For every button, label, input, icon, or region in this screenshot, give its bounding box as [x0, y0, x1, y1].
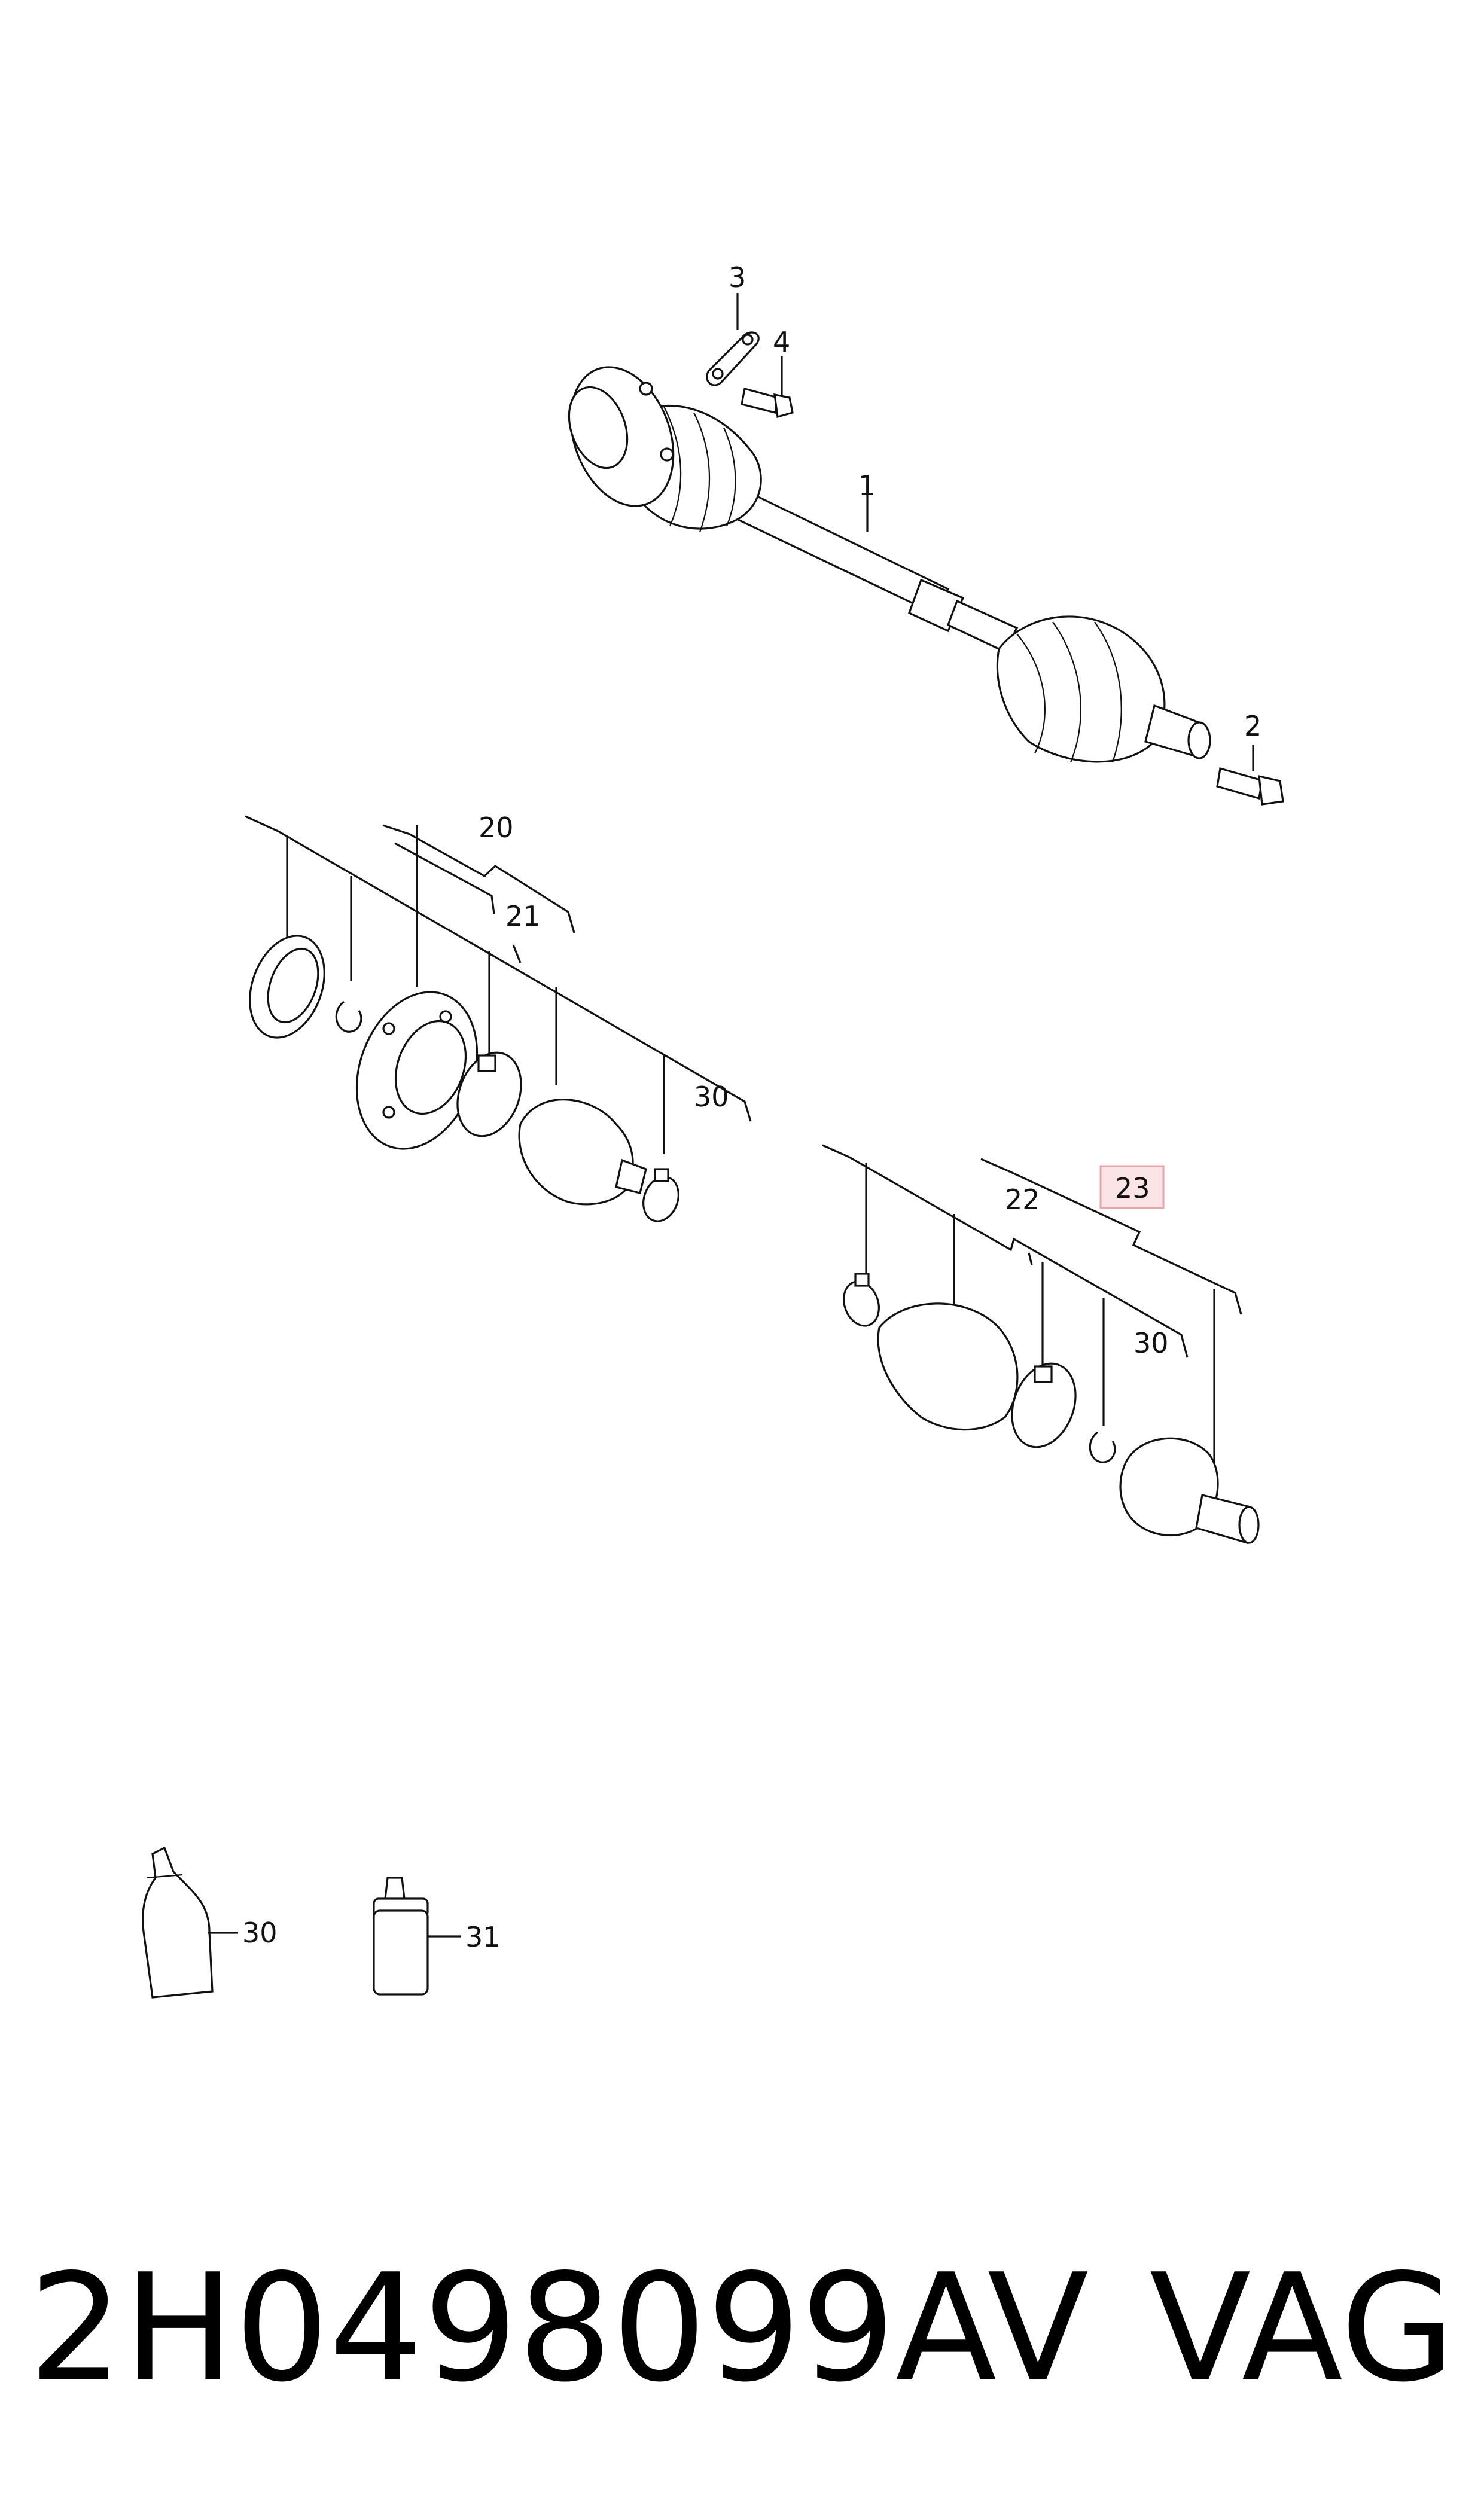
- drive-shaft-assembly: [568, 331, 1284, 806]
- inner-joint-kit: [245, 815, 752, 1222]
- callout-23-box[interactable]: [1099, 1165, 1165, 1209]
- callout-30-inner: 30: [694, 1081, 729, 1113]
- sealant-bottle: [373, 1877, 461, 1996]
- callout-23-highlight[interactable]: 23: [1099, 1165, 1165, 1209]
- callout-23[interactable]: 23: [1115, 1172, 1150, 1204]
- part-number: 2H0498099AV: [29, 2243, 1089, 2415]
- callout-21: 21: [505, 900, 541, 932]
- callout-30-outer: 30: [1133, 1327, 1169, 1359]
- callout-1: 1: [858, 469, 876, 502]
- callout-2: 2: [1244, 710, 1261, 742]
- footer: 2H0498099AV VAG: [0, 2254, 1484, 2434]
- outer-joint-kit: [822, 1144, 1260, 1545]
- callout-31: 31: [465, 1921, 501, 1953]
- brand-name: VAG: [1149, 2243, 1455, 2415]
- callout-30-tube: 30: [242, 1917, 278, 1949]
- callout-22: 22: [1005, 1183, 1040, 1216]
- grease-tube: [142, 1846, 238, 1999]
- callout-20: 20: [479, 811, 514, 844]
- callout-3: 3: [729, 261, 746, 294]
- callout-4: 4: [773, 326, 790, 358]
